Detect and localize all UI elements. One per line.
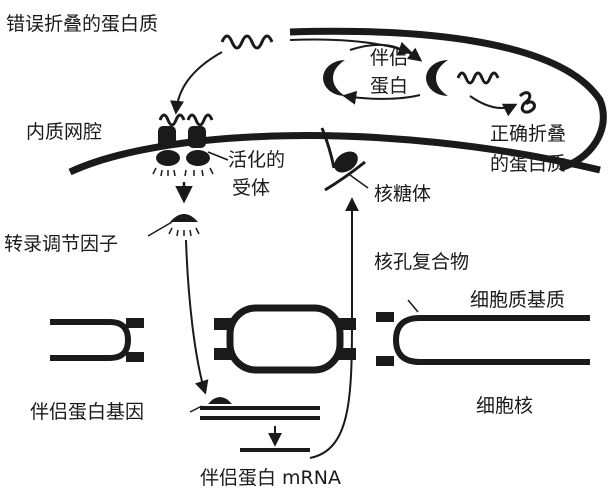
arrow-tf-to-gene [185,239,209,395]
label-ribosome: 核糖体 [374,183,431,205]
nuclear-envelope-right [376,299,590,366]
label-chaperone-gene: 伴侣蛋白基因 [30,401,144,423]
arrow-mrna-to-ribosome [309,197,359,459]
label-nuclear-pore: 核孔复合物 [374,251,469,273]
correct-protein-knot [518,91,536,114]
label-correct-1: 正确折叠 [490,123,566,145]
transcription-factor-shape [168,214,200,237]
arrow-to-correct-protein [469,95,518,117]
chaperone-shape-bound [426,60,448,96]
arrow-misfolded-to-receptor [170,51,223,115]
leader-ribosome [349,174,369,189]
label-cytoplasm-matrix: 细胞质基质 [470,289,565,311]
label-chaperone-mrna: 伴侣蛋白 mRNA [200,467,341,489]
misfolded-protein-squiggle [220,34,274,50]
arrow-chaperone-bind [349,43,423,62]
label-activated-1: 活化的 [228,149,285,171]
mrna-strand [240,448,310,452]
er-receptors [152,113,214,177]
leader-receptor [207,151,229,161]
label-misfolded-protein: 错误折叠的蛋白质 [6,13,158,35]
label-chaperone-2: 蛋白 [370,75,408,97]
er-inner-membrane [68,132,601,176]
leader-tf [147,221,173,237]
chaperone-gene-dna [200,397,320,420]
arrow-chaperone-release [342,90,421,105]
ribosome-shape [320,127,366,192]
nuclear-envelope-left [50,318,144,362]
label-chaperone-1: 伴侣 [370,47,408,69]
label-activated-2: 受体 [232,177,270,199]
bound-protein-squiggle [456,71,500,85]
chaperone-shape-left [323,60,345,96]
label-er-lumen: 内质网腔 [26,121,102,143]
label-nucleus: 细胞核 [476,395,533,417]
label-transcription-factor: 转录调节因子 [4,233,118,255]
nuclear-pore-center [214,304,356,374]
er-outer-membrane [289,27,607,172]
leader-gene [189,405,203,413]
label-correct-2: 的蛋白质 [490,153,566,175]
